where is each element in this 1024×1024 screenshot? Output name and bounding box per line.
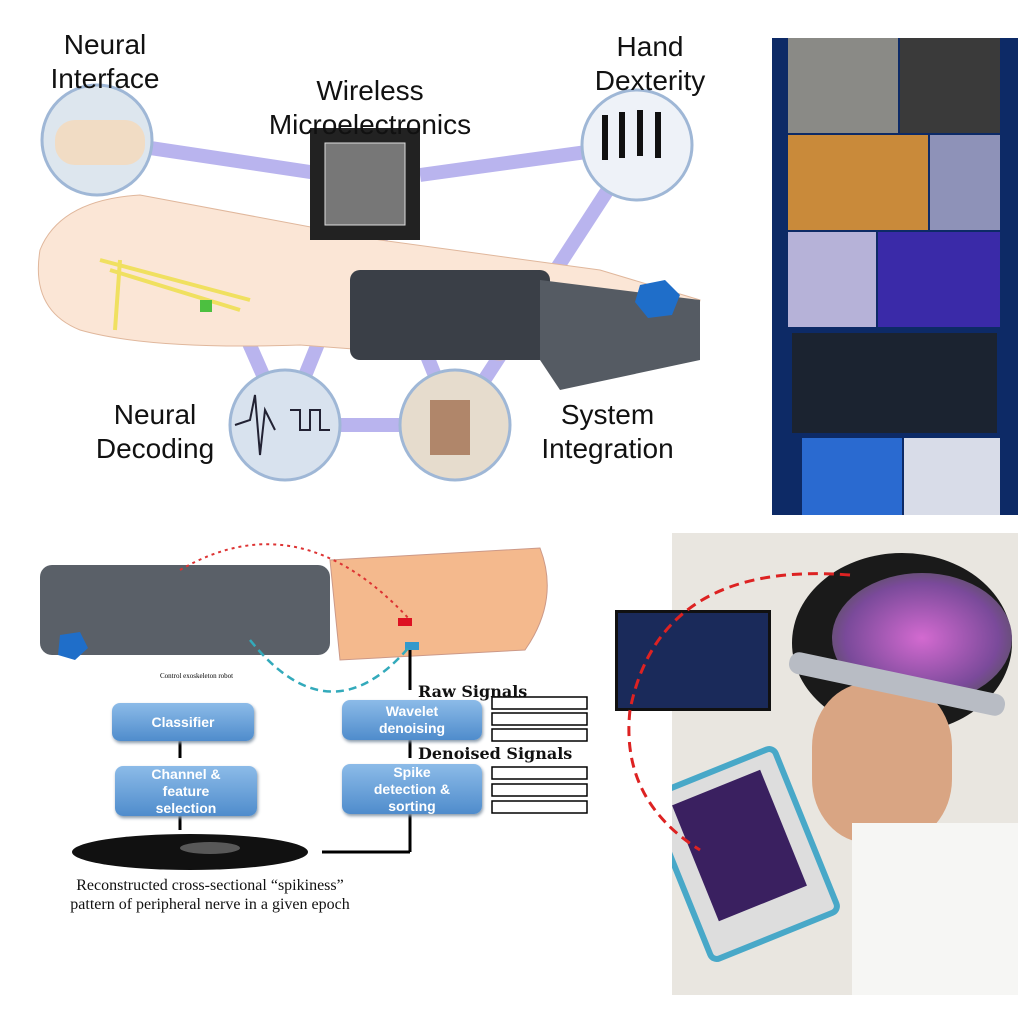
label-neural-interface: Neural Interface — [50, 29, 160, 94]
label-hand-dexterity: Hand Dexterity — [594, 31, 706, 96]
dashed-link — [627, 572, 851, 852]
neural-decoding-image — [228, 368, 342, 482]
channel-feature-selection-box: Channel & feature selection — [115, 766, 257, 816]
classifier-box: Classifier — [112, 703, 254, 741]
concept-diagram — [37, 83, 701, 482]
spike-detection-box: Spike detection & sorting — [342, 764, 482, 814]
label-system-integration: System Integration — [541, 399, 674, 464]
pipeline-graphics — [40, 543, 588, 870]
label-neural-decoding: Neural Decoding — [95, 399, 215, 464]
denoised-signals-label: Denoised Signals — [418, 744, 573, 763]
exoskeleton-robot — [40, 565, 330, 660]
robot-caption: Control exoskeleton robot — [160, 672, 234, 680]
research-photo-collage — [772, 38, 1018, 515]
exoskeleton-hand — [350, 270, 700, 390]
forearm-illustration — [329, 547, 548, 661]
label-wireless-microelectronics: Wireless Microelectronics — [268, 75, 472, 140]
chip-layout-inset — [615, 610, 771, 711]
signal-traces — [491, 696, 588, 814]
wavelet-denoising-box: Wavelet denoising — [342, 700, 482, 740]
raw-signals-label: Raw Signals — [418, 682, 528, 701]
nerve-pattern-caption: Reconstructed cross-sectional “spikiness… — [70, 877, 350, 913]
